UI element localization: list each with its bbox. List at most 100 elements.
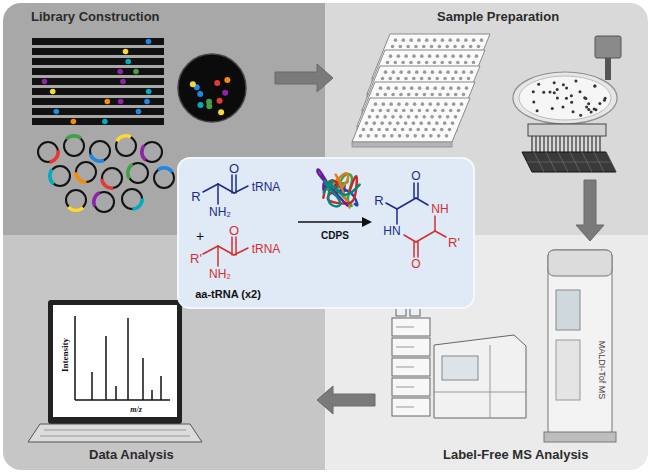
well: [389, 54, 393, 58]
chemical-bond: [435, 231, 446, 237]
well: [438, 115, 442, 119]
chemical-bond: [203, 246, 218, 254]
well: [453, 45, 457, 49]
module-detail: [396, 407, 414, 408]
colony: [556, 97, 559, 100]
colony-dot: [190, 81, 196, 87]
well: [396, 77, 400, 81]
well: [446, 115, 450, 119]
arrow-head: [362, 217, 372, 227]
chemical-bond: [231, 175, 233, 193]
instrument-label: MALDI-Tof MS: [597, 341, 606, 400]
well: [391, 115, 395, 119]
well: [389, 102, 393, 106]
pin-tool: [528, 124, 606, 136]
chemical-bond: [234, 248, 248, 255]
well: [383, 115, 387, 119]
maldi-cap: [548, 250, 612, 276]
well: [432, 128, 436, 132]
module-detail: [396, 367, 414, 368]
colony: [553, 91, 556, 94]
colony: [561, 105, 564, 108]
well: [410, 86, 414, 90]
chemical-label: +: [196, 229, 204, 243]
pin: [555, 136, 556, 152]
colony: [574, 79, 577, 82]
chemical-label: O: [411, 258, 420, 270]
colored-dot: [123, 49, 129, 55]
well: [449, 86, 453, 90]
maldi-base: [544, 432, 616, 442]
protein-ribbon: [324, 180, 360, 206]
well: [441, 86, 445, 90]
well: [417, 38, 421, 42]
colony: [532, 90, 535, 93]
pin: [551, 136, 552, 152]
chemical-label: R: [191, 190, 200, 203]
well: [393, 128, 397, 132]
well: [461, 45, 465, 49]
reaction-arrow: [298, 221, 366, 223]
spectrum-peak: [91, 372, 93, 400]
axis-label: Intensity: [61, 338, 70, 372]
pin: [535, 136, 536, 152]
pin: [543, 136, 544, 152]
pin: [547, 136, 548, 152]
well: [440, 128, 444, 132]
colony: [565, 87, 568, 90]
well: [472, 61, 476, 65]
well: [385, 128, 389, 132]
pin: [579, 136, 580, 152]
well: [456, 61, 460, 65]
axis: [74, 316, 76, 400]
well: [412, 77, 416, 81]
well: [443, 121, 447, 125]
lc-module: [392, 318, 430, 336]
chemical-bond: [217, 184, 219, 204]
colony: [603, 99, 606, 102]
well: [377, 128, 381, 132]
panel-fill: [3, 235, 325, 470]
plate-edge: [352, 142, 452, 147]
well: [425, 38, 429, 42]
well: [451, 77, 455, 81]
target-plate: [522, 152, 616, 172]
screen-area: [53, 305, 177, 417]
spectrum-peak: [115, 386, 117, 400]
chemical-bond: [434, 216, 436, 231]
well: [456, 38, 460, 42]
well: [445, 134, 449, 138]
chemical-bond: [231, 237, 233, 255]
colony: [553, 81, 556, 84]
well: [457, 109, 461, 113]
well: [431, 70, 435, 74]
well: [445, 45, 449, 49]
colored-dot: [136, 109, 142, 115]
well: [387, 86, 391, 90]
panel-heading: Sample Preparation: [437, 10, 559, 25]
reaction-art: [178, 158, 474, 308]
colored-dot: [125, 59, 131, 65]
grid-line: [527, 162, 611, 163]
process-panel: Data Analysis: [3, 235, 325, 470]
well: [418, 109, 422, 113]
panel-heading: Data Analysis: [89, 448, 174, 463]
chemical-label: R': [448, 236, 460, 249]
chemical-label: NH: [431, 203, 448, 215]
spectrum-peak: [142, 358, 144, 400]
chemical-label: tRNA: [252, 243, 281, 255]
laptop-base: [28, 424, 202, 442]
chemical-label: NH₂: [209, 268, 231, 280]
agar-surface: [519, 76, 611, 120]
petri-dish: [178, 54, 246, 122]
well-plate: [352, 98, 470, 142]
well: [472, 38, 476, 42]
well: [443, 77, 447, 81]
well: [368, 115, 372, 119]
well: [404, 54, 408, 58]
well: [427, 121, 431, 125]
lc-module: [392, 358, 430, 376]
colony: [536, 109, 539, 112]
well: [407, 93, 411, 97]
well: [438, 45, 442, 49]
